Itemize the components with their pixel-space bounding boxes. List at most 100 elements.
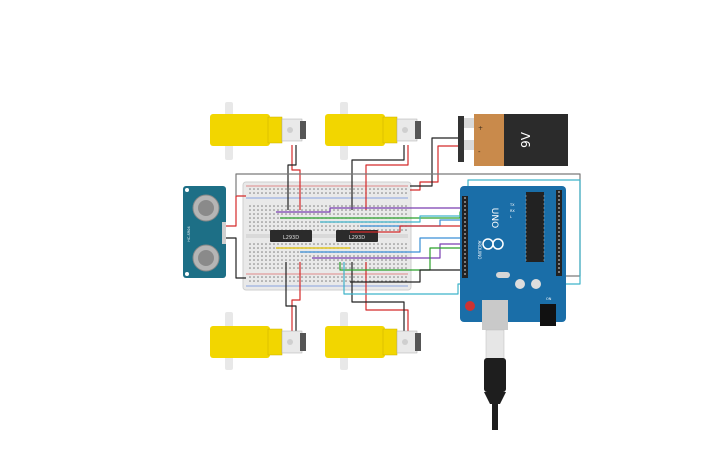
hole <box>249 217 251 219</box>
hole <box>401 263 403 265</box>
hole <box>277 267 279 269</box>
hole <box>249 192 251 194</box>
hole <box>273 192 275 194</box>
hole <box>405 263 407 265</box>
hole <box>369 259 371 261</box>
hole <box>273 217 275 219</box>
hole <box>269 280 271 282</box>
hole <box>397 229 399 231</box>
hole <box>261 229 263 231</box>
hole <box>393 276 395 278</box>
hole <box>543 259 545 261</box>
hole <box>464 229 466 231</box>
hole <box>349 209 351 211</box>
hole <box>333 209 335 211</box>
hole <box>289 188 291 190</box>
hole <box>261 247 263 249</box>
hole <box>401 205 403 207</box>
hole <box>525 199 527 201</box>
hole <box>261 217 263 219</box>
hole <box>373 255 375 257</box>
hole <box>353 209 355 211</box>
hole <box>257 247 259 249</box>
hole <box>337 280 339 282</box>
hole <box>353 247 355 249</box>
hole <box>293 192 295 194</box>
hole <box>357 209 359 211</box>
hole <box>543 207 545 209</box>
hole <box>265 213 267 215</box>
hole <box>321 255 323 257</box>
hole <box>301 255 303 257</box>
hole <box>257 209 259 211</box>
hole <box>265 276 267 278</box>
hole <box>261 205 263 207</box>
hole <box>281 251 283 253</box>
hole <box>464 245 466 247</box>
wire-purple-2 <box>312 243 468 259</box>
hole <box>269 276 271 278</box>
hole <box>249 259 251 261</box>
hole <box>249 243 251 245</box>
hole <box>321 259 323 261</box>
hole <box>373 263 375 265</box>
hole <box>405 267 407 269</box>
hole <box>297 213 299 215</box>
hole <box>293 259 295 261</box>
hole <box>525 255 527 257</box>
hole <box>345 255 347 257</box>
hole <box>297 276 299 278</box>
hole <box>265 225 267 227</box>
hole <box>377 263 379 265</box>
wire-black-gnd <box>350 269 470 283</box>
hole <box>305 188 307 190</box>
ic-right: L293D <box>336 230 378 242</box>
hole <box>301 243 303 245</box>
hole <box>357 267 359 269</box>
hole <box>293 205 295 207</box>
hole <box>337 255 339 257</box>
hole <box>265 263 267 265</box>
hole <box>277 209 279 211</box>
hole <box>333 255 335 257</box>
hole <box>373 247 375 249</box>
hole <box>329 213 331 215</box>
hole <box>337 192 339 194</box>
hole <box>361 188 363 190</box>
hole <box>253 259 255 261</box>
wire-gray-loop <box>235 173 581 277</box>
hole <box>357 225 359 227</box>
hole <box>349 243 351 245</box>
hole <box>285 225 287 227</box>
hole <box>309 221 311 223</box>
hole <box>269 255 271 257</box>
hole <box>329 276 331 278</box>
hole <box>293 243 295 245</box>
hole <box>249 276 251 278</box>
hole <box>325 225 327 227</box>
hole <box>405 188 407 190</box>
hole <box>325 209 327 211</box>
hole <box>249 247 251 249</box>
hole <box>543 243 545 245</box>
hole <box>253 221 255 223</box>
hole <box>277 280 279 282</box>
hole <box>269 225 271 227</box>
hole <box>341 205 343 207</box>
hole <box>265 188 267 190</box>
hole <box>305 221 307 223</box>
hole <box>525 243 527 245</box>
hole <box>558 223 560 225</box>
wire-purple-1 <box>276 207 468 213</box>
hole <box>543 219 545 221</box>
hole <box>257 255 259 257</box>
hole <box>297 188 299 190</box>
hole <box>289 205 291 207</box>
hole <box>369 188 371 190</box>
hole <box>365 255 367 257</box>
hole <box>329 225 331 227</box>
hole <box>261 221 263 223</box>
hole <box>543 199 545 201</box>
hole <box>257 205 259 207</box>
